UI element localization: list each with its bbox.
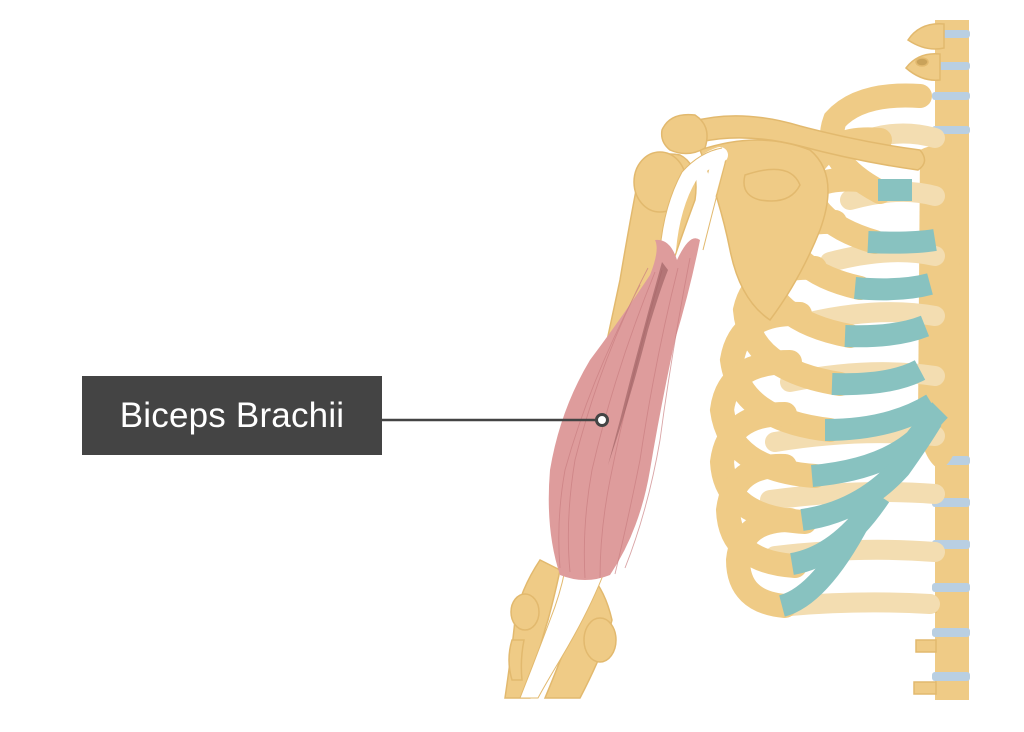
front-ribs [709, 83, 932, 618]
acromion [660, 113, 708, 155]
biceps-brachii-muscle [548, 238, 700, 580]
vertebral-column [904, 20, 970, 700]
biceps-distal-tendon [519, 569, 606, 699]
label-leader-dot [595, 413, 609, 427]
tendon-outlines [659, 147, 727, 251]
clavicle [686, 115, 926, 171]
coracoid-process [743, 168, 801, 202]
costal-cartilages [778, 179, 948, 617]
forearm-bones [504, 559, 617, 699]
biceps-brachii-label: Biceps Brachii [82, 376, 382, 455]
label-text: Biceps Brachii [119, 395, 345, 435]
